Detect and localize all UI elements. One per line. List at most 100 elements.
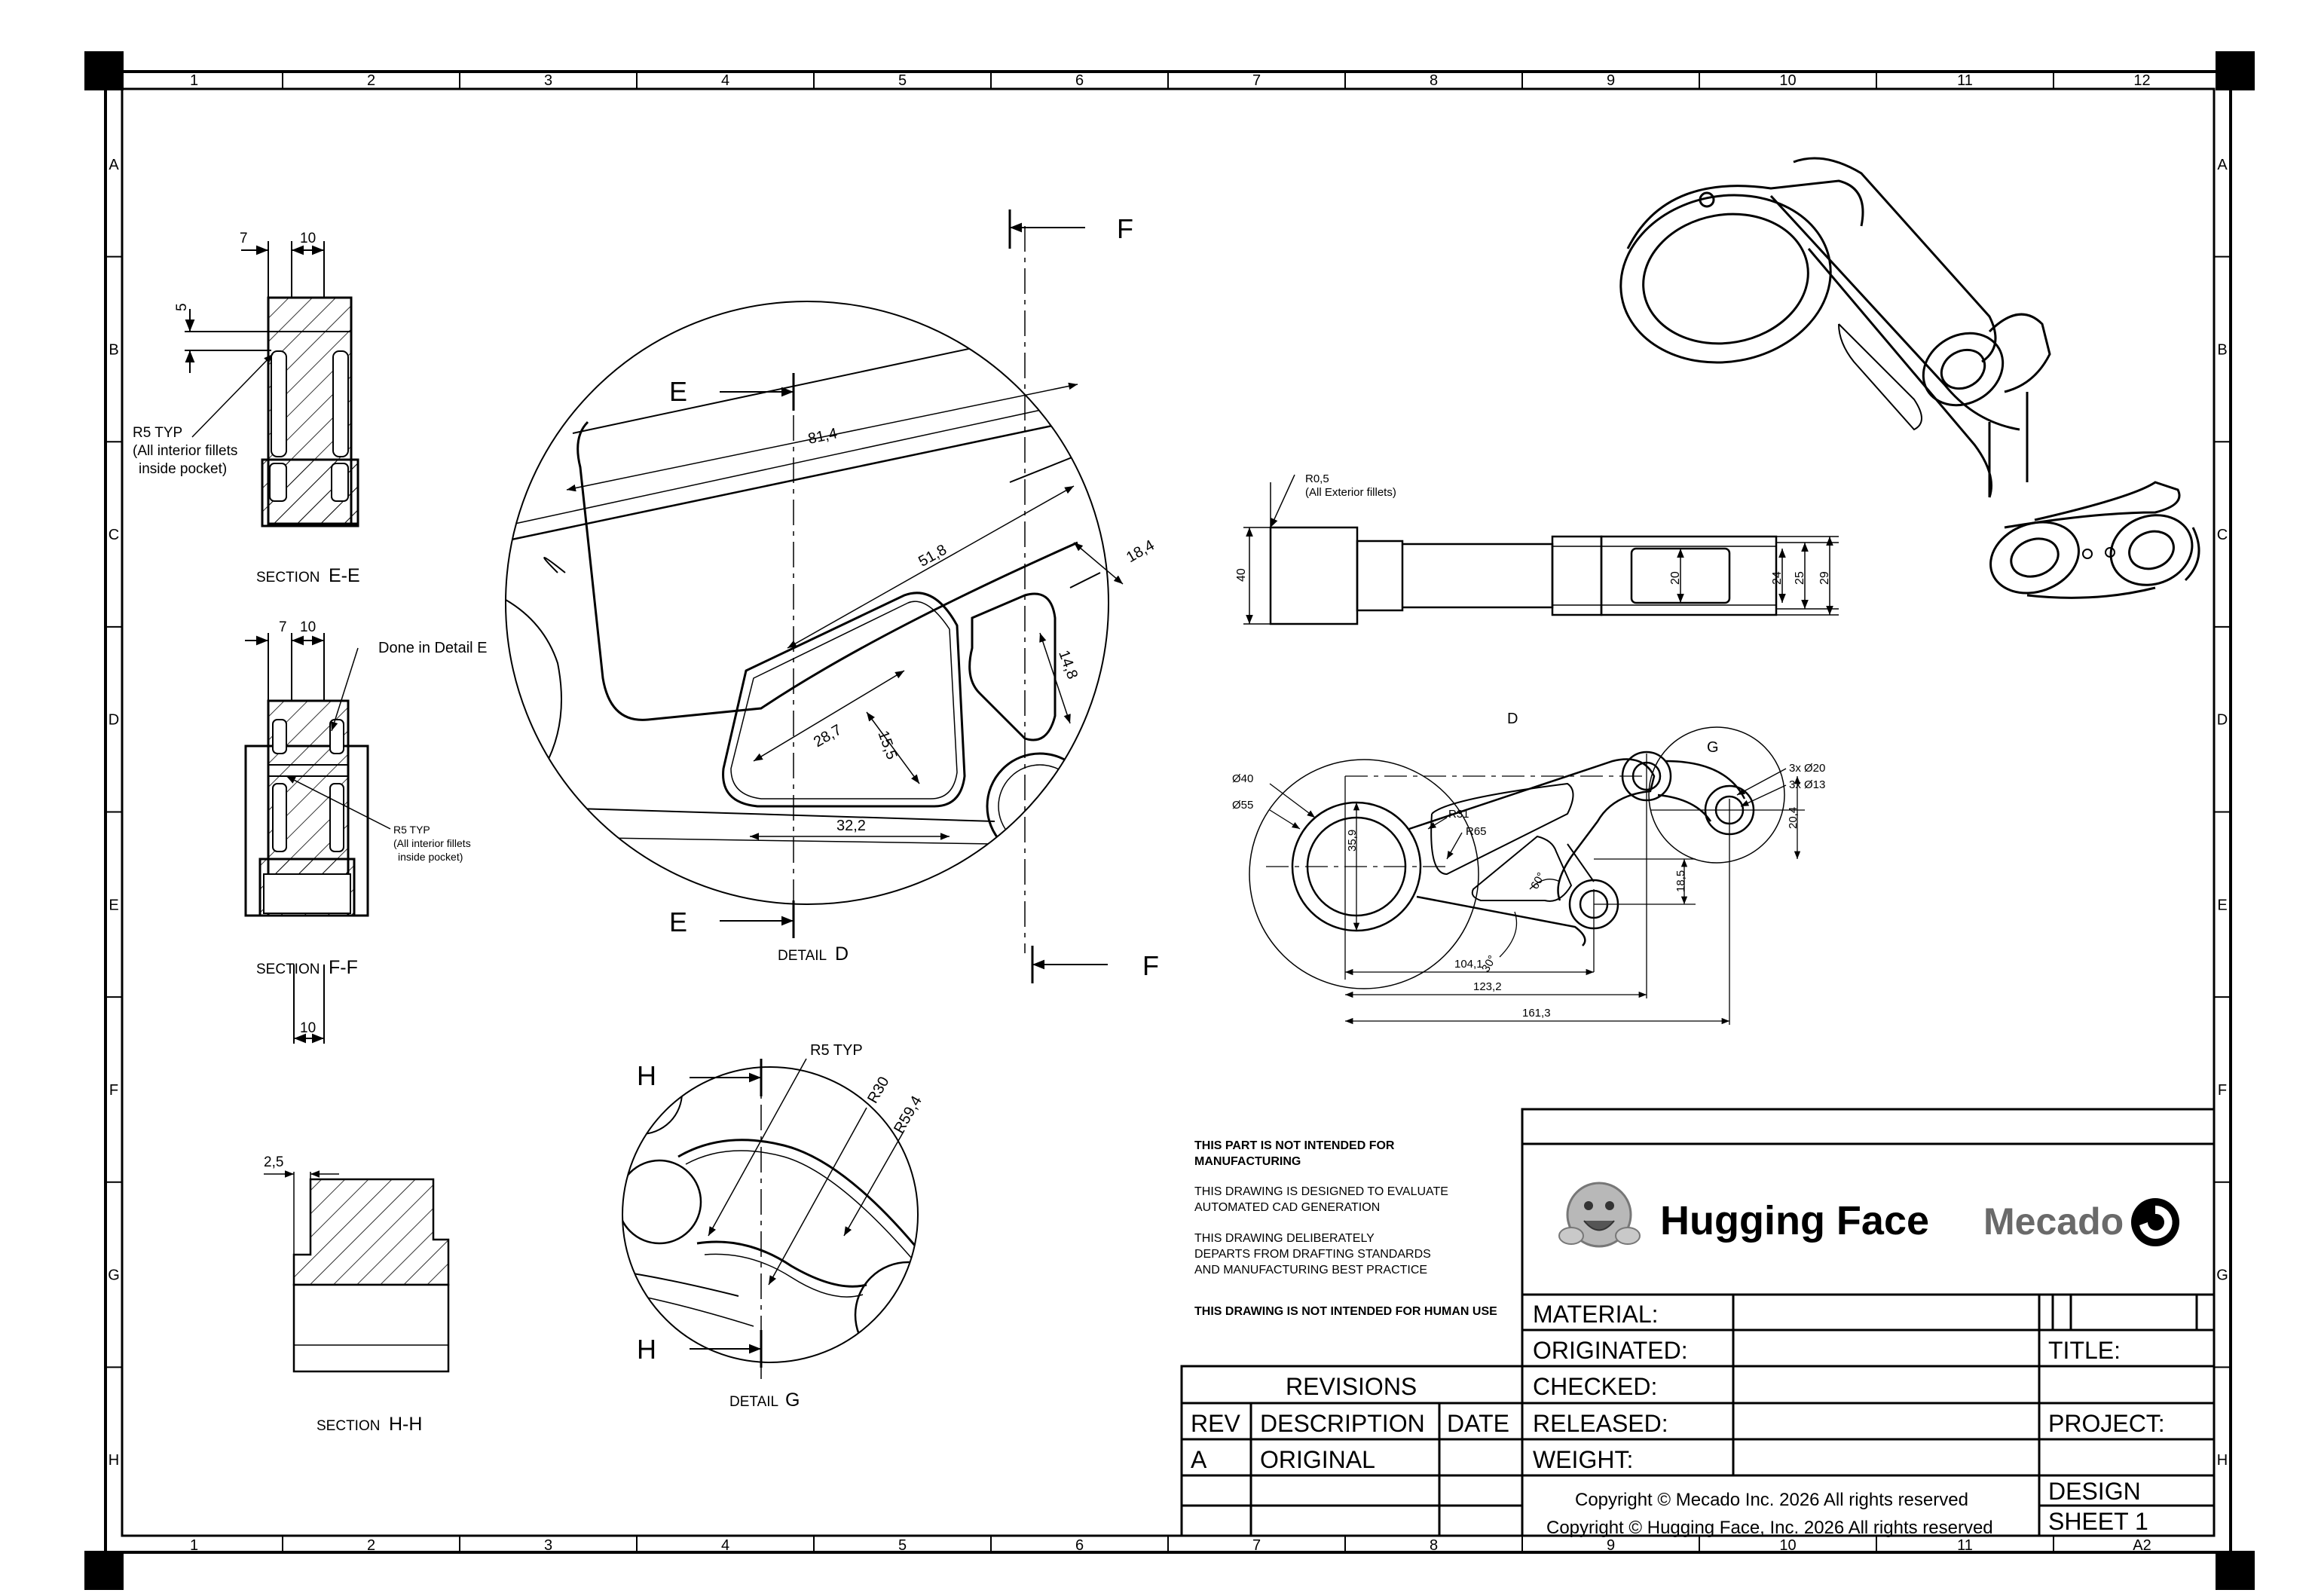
zone-col-label-bottom: 1 <box>190 1537 198 1554</box>
note-2b: AUTOMATED CAD GENERATION <box>1194 1201 1380 1214</box>
zone-col-label-bottom: 11 <box>1957 1537 1973 1554</box>
zone-col-label-top: 8 <box>1430 72 1438 89</box>
ee-dim-5: 5 <box>174 303 190 311</box>
mecado-logo-icon <box>2131 1198 2179 1246</box>
tb-copyright-2: Copyright © Hugging Face, Inc. 2026 All … <box>1546 1518 1993 1538</box>
note-3a: THIS DRAWING DELIBERATELY <box>1194 1232 1375 1245</box>
cut-h-top: H <box>637 1060 656 1091</box>
detail-g-label: G <box>785 1390 800 1411</box>
tb-checked: CHECKED: <box>1533 1373 1657 1400</box>
fv-161-3: 161,3 <box>1522 1007 1551 1020</box>
section-hh-label: H-H <box>389 1414 422 1435</box>
fv-r31: R31 <box>1448 808 1469 821</box>
tb-released: RELEASED: <box>1533 1410 1668 1437</box>
top-note-1: R0,5 <box>1305 472 1329 485</box>
rev-header-rev: REV <box>1191 1410 1240 1437</box>
fv-detail-g: G <box>1707 739 1719 756</box>
rev-row-desc: ORIGINAL <box>1260 1446 1375 1473</box>
zone-row-label-left: D <box>109 712 119 729</box>
zone-row-label-left: G <box>108 1267 120 1284</box>
detail-d <box>505 209 1124 983</box>
zone-row-label-left: E <box>109 897 118 913</box>
zone-col-label-bottom: 6 <box>1075 1537 1084 1554</box>
zone-row-label-right: F <box>2218 1082 2227 1099</box>
zone-row-label-left: B <box>109 341 118 358</box>
hf-brand-name: Hugging Face <box>1660 1198 1929 1243</box>
zone-col-label-top: 3 <box>544 72 552 89</box>
top-note-2: (All Exterior fillets) <box>1305 486 1396 499</box>
g-r59-4: R59,4 <box>891 1093 925 1136</box>
section-hh-small: SECTION <box>317 1418 380 1434</box>
ff-dim-10b: 10 <box>300 1020 316 1036</box>
zone-row-label-right: G <box>2216 1267 2228 1284</box>
fv-20-4: 20,4 <box>1787 807 1800 829</box>
zone-row-label-right: D <box>2217 712 2228 729</box>
zone-row-label-right: E <box>2217 897 2227 913</box>
fv-35-9: 35,9 <box>1346 830 1359 852</box>
ff-note-r1: R5 TYP <box>393 824 430 836</box>
mecado-brand-name: Mecado <box>1983 1200 2124 1243</box>
detail-g-small: DETAIL <box>729 1394 778 1410</box>
detail-d-small: DETAIL <box>778 948 827 964</box>
ff-dim-7: 7 <box>279 619 287 635</box>
tb-copyright-1: Copyright © Mecado Inc. 2026 All rights … <box>1575 1490 1968 1510</box>
ff-note-r3: inside pocket) <box>398 851 463 863</box>
top-dim-24: 24 <box>1771 571 1784 585</box>
zone-col-label-top: 12 <box>2133 72 2150 89</box>
d-dim-32-2: 32,2 <box>836 818 866 834</box>
zone-col-label-top: 5 <box>898 72 907 89</box>
d-dim-14-8: 14,8 <box>1055 648 1081 681</box>
tb-originated: ORIGINATED: <box>1533 1337 1688 1364</box>
ee-dim-10: 10 <box>300 231 316 246</box>
top-dim-25: 25 <box>1794 571 1806 585</box>
ee-note-1: R5 TYP <box>133 425 182 441</box>
cut-e-bottom: E <box>669 907 687 937</box>
d-dim-18-4: 18,4 <box>1124 537 1158 567</box>
corner-marks <box>84 51 2255 1590</box>
rev-header-desc: DESCRIPTION <box>1260 1410 1425 1437</box>
g-r5-typ: R5 TYP <box>810 1042 863 1059</box>
hf-emoji-icon <box>1566 1182 1632 1248</box>
hh-dim: 2,5 <box>264 1154 283 1170</box>
zone-col-label-top: 7 <box>1252 72 1261 89</box>
zone-row-label-left: C <box>109 527 119 543</box>
zone-row-label-left: A <box>109 157 119 173</box>
fv-3x-d20: 3x Ø20 <box>1789 762 1825 775</box>
fv-123-2: 123,2 <box>1473 980 1502 993</box>
note-3b: DEPARTS FROM DRAFTING STANDARDS <box>1194 1248 1431 1261</box>
fv-18-5: 18,5 <box>1674 870 1687 892</box>
top-dim-40: 40 <box>1235 568 1248 582</box>
zone-row-label-right: B <box>2217 341 2227 358</box>
zone-ticks <box>106 72 2231 1552</box>
tb-title: TITLE: <box>2048 1337 2121 1364</box>
fv-d40: Ø40 <box>1232 772 1253 785</box>
note-3c: AND MANUFACTURING BEST PRACTICE <box>1194 1264 1427 1276</box>
top-view <box>1243 474 1839 625</box>
zone-col-label-bottom: 8 <box>1430 1537 1438 1554</box>
cut-f-top: F <box>1117 213 1133 244</box>
note-4: THIS DRAWING IS NOT INTENDED FOR HUMAN U… <box>1194 1305 1497 1318</box>
top-dim-20: 20 <box>1669 571 1682 585</box>
section-ee-small: SECTION <box>256 570 320 586</box>
tb-project: PROJECT: <box>2048 1410 2165 1437</box>
zone-row-label-left: F <box>109 1082 118 1099</box>
top-dim-29: 29 <box>1818 571 1831 585</box>
cut-f-bottom: F <box>1142 950 1159 981</box>
zone-row-label-right: C <box>2217 527 2228 543</box>
zone-col-label-bottom: 4 <box>721 1537 729 1554</box>
zone-col-label-top: 6 <box>1075 72 1084 89</box>
section-f-f <box>244 633 391 1044</box>
tb-design: DESIGN <box>2048 1478 2141 1505</box>
ff-dim-10: 10 <box>300 619 316 635</box>
fv-3x-d13: 3x Ø13 <box>1789 778 1825 791</box>
section-ff-label: F-F <box>329 957 358 978</box>
note-1a: THIS PART IS NOT INTENDED FOR <box>1194 1139 1395 1152</box>
d-dim-28-7: 28,7 <box>811 722 845 751</box>
hugging-face-logo <box>1558 1182 1641 1248</box>
section-ff-small: SECTION <box>256 962 320 977</box>
zone-row-label-left: H <box>109 1452 119 1469</box>
zone-col-label-bottom: 7 <box>1252 1537 1261 1554</box>
fv-d55: Ø55 <box>1232 799 1253 812</box>
fv-detail-d: D <box>1507 711 1518 727</box>
zone-col-label-bottom: 10 <box>1779 1537 1796 1554</box>
